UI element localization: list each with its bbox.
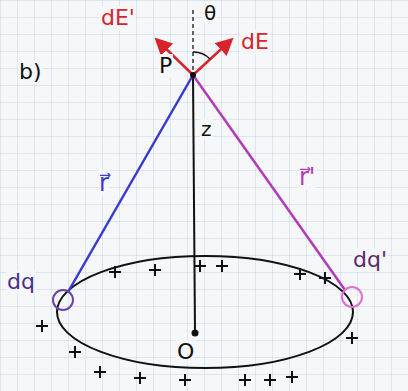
vector-label: dE': [100, 6, 136, 30]
axis-extension: [192, 8, 194, 70]
theta-arc: [193, 52, 210, 59]
dq-circle: [53, 290, 73, 310]
vector-label: dE: [240, 30, 270, 54]
part-label: b): [18, 60, 43, 84]
point-label: P: [158, 54, 173, 78]
vector-label: r⃗': [298, 164, 316, 190]
charge-label: dq': [352, 248, 388, 272]
angle-label: θ: [203, 2, 217, 24]
r-prime-vector-line: [193, 75, 345, 290]
dE-arrow: [193, 40, 231, 75]
vector-label: r⃗: [98, 170, 110, 196]
charge-signs: [36, 260, 358, 386]
symmetry-axis: [193, 75, 195, 333]
charged-ring: [57, 256, 353, 368]
origin-label: O: [176, 340, 195, 364]
charge-label: dq: [6, 270, 36, 294]
dq-prime-circle: [342, 287, 362, 307]
point-p-dot: [190, 72, 196, 78]
r-vector-line: [68, 75, 193, 292]
distance-label: z: [200, 118, 213, 140]
origin-dot: [192, 330, 199, 337]
